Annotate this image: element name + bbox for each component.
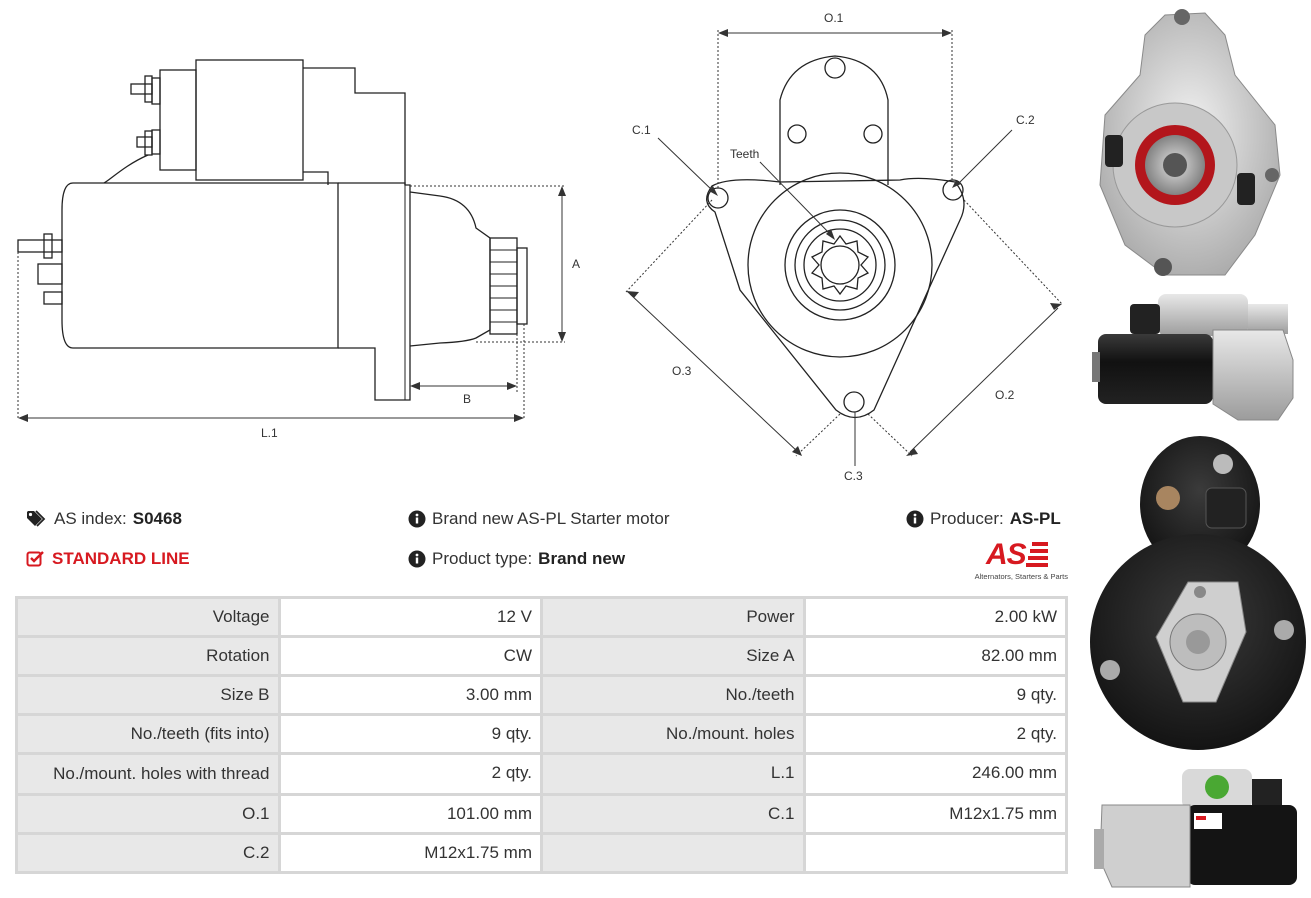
as-index: AS index: S0468 bbox=[26, 509, 182, 529]
as-index-label: AS index: bbox=[54, 509, 127, 528]
spec-value: M12x1.75 mm bbox=[805, 796, 1065, 832]
tags-icon bbox=[27, 510, 46, 527]
spec-value: 2.00 kW bbox=[805, 599, 1065, 635]
description-text: Brand new AS-PL Starter motor bbox=[432, 509, 670, 528]
spec-value: 101.00 mm bbox=[280, 796, 540, 832]
info-icon bbox=[906, 510, 924, 528]
info-icon bbox=[408, 510, 426, 528]
spec-key: Size B bbox=[18, 677, 278, 713]
spec-value: CW bbox=[280, 638, 540, 674]
spec-key: Voltage bbox=[18, 599, 278, 635]
side-view-drawing: A B L.1 bbox=[17, 59, 580, 440]
spec-value: 12 V bbox=[280, 599, 540, 635]
front-view-drawing: O.1 O.3 O.2 C.1 C.2 C.3 Teeth bbox=[625, 11, 1063, 483]
label-c1: C.1 bbox=[632, 123, 651, 137]
label-a: A bbox=[572, 257, 580, 271]
logo-text: AS bbox=[986, 538, 1027, 571]
spec-key: L.1 bbox=[543, 755, 803, 793]
producer-label: Producer: bbox=[930, 509, 1004, 528]
spec-value: 82.00 mm bbox=[805, 638, 1065, 674]
label-l1: L.1 bbox=[261, 426, 278, 440]
spec-value: 9 qty. bbox=[805, 677, 1065, 713]
label-c3: C.3 bbox=[844, 469, 863, 483]
spec-value: 3.00 mm bbox=[280, 677, 540, 713]
product-photo-side-label bbox=[1094, 769, 1297, 888]
spec-value: 246.00 mm bbox=[805, 755, 1065, 793]
producer: Producer: AS-PL bbox=[906, 509, 1061, 529]
product-photo-side bbox=[1092, 294, 1294, 421]
spec-value: 9 qty. bbox=[280, 716, 540, 752]
as-index-value: S0468 bbox=[132, 509, 182, 528]
spec-key: Size A bbox=[543, 638, 803, 674]
standard-line-text: STANDARD LINE bbox=[52, 549, 190, 568]
product-type: Product type: Brand new bbox=[408, 549, 625, 569]
spec-key: C.1 bbox=[543, 796, 803, 832]
spec-value: 2 qty. bbox=[805, 716, 1065, 752]
spec-key: No./mount. holes bbox=[543, 716, 803, 752]
label-c2: C.2 bbox=[1016, 113, 1035, 127]
spec-key: Rotation bbox=[18, 638, 278, 674]
standard-line: STANDARD LINE bbox=[26, 549, 190, 569]
info-icon bbox=[408, 550, 426, 568]
spec-key: C.2 bbox=[18, 835, 278, 871]
spec-key: Power bbox=[543, 599, 803, 635]
table-row: No./teeth (fits into)9 qty.No./mount. ho… bbox=[18, 716, 1065, 752]
spec-value: 2 qty. bbox=[280, 755, 540, 793]
product-photo-rear bbox=[1090, 436, 1306, 750]
label-teeth: Teeth bbox=[730, 147, 759, 161]
spec-key: O.1 bbox=[18, 796, 278, 832]
spec-key bbox=[543, 835, 803, 871]
spec-key: No./mount. holes with thread bbox=[18, 755, 278, 793]
description: Brand new AS-PL Starter motor bbox=[408, 509, 669, 529]
logo-tagline: Alternators, Starters & Parts bbox=[974, 572, 1068, 581]
label-o1: O.1 bbox=[824, 11, 844, 25]
product-photo-drive-end bbox=[1099, 9, 1281, 276]
checkbox-checked-icon bbox=[26, 551, 44, 567]
spec-key: No./teeth (fits into) bbox=[18, 716, 278, 752]
as-pl-logo: AS Alternators, Starters & Parts bbox=[964, 538, 1068, 584]
spec-key: No./teeth bbox=[543, 677, 803, 713]
label-b: B bbox=[463, 392, 471, 406]
producer-value: AS-PL bbox=[1009, 509, 1061, 528]
label-o3: O.3 bbox=[672, 364, 692, 378]
product-type-label: Product type: bbox=[432, 549, 533, 568]
spec-value bbox=[805, 835, 1065, 871]
spec-value: M12x1.75 mm bbox=[280, 835, 540, 871]
label-o2: O.2 bbox=[995, 388, 1015, 402]
product-type-value: Brand new bbox=[538, 549, 626, 568]
